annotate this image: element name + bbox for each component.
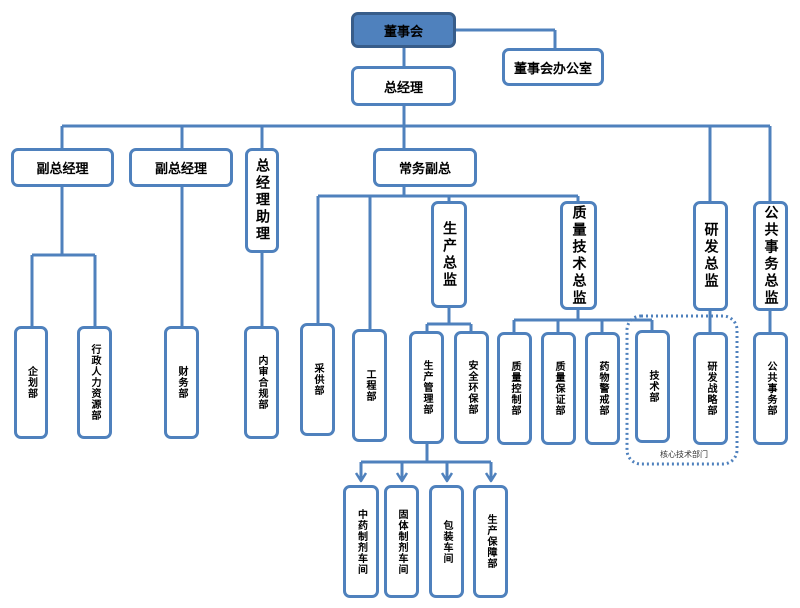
engineering-dept-label: 工程部	[364, 369, 375, 402]
packaging-workshop-label: 包装车间	[441, 519, 452, 564]
production-support-dept-label: 生产保障部	[485, 514, 496, 569]
public-affairs-dept-label: 公共事务部	[765, 361, 776, 416]
rd-strategy-dept-label: 研发战略部	[705, 361, 716, 416]
rd-director-node: 研发总监	[693, 201, 728, 311]
production-support-dept-node: 生产保障部	[473, 485, 508, 598]
executive-vp-label: 常务副总	[398, 162, 451, 177]
core-tech-group-caption: 核心技术部门	[660, 450, 708, 459]
rd-director-label: 研发总监	[702, 222, 719, 290]
quality-control-dept-label: 质量控制部	[509, 361, 520, 416]
planning-dept-node: 企划部	[14, 326, 48, 439]
planning-dept-label: 企划部	[25, 366, 37, 399]
vice-gm-1-label: 副总经理	[36, 162, 89, 177]
hr-admin-dept-label: 行政人力资源部	[89, 344, 100, 421]
vice-gm-1-node: 副总经理	[11, 148, 114, 187]
general-manager-node: 总经理	[351, 66, 456, 106]
production-mgmt-dept-node: 生产管理部	[409, 331, 444, 444]
hr-admin-dept-node: 行政人力资源部	[77, 326, 112, 439]
quality-assurance-dept-node: 质量保证部	[541, 332, 576, 445]
board-office-node: 董事会办公室	[502, 48, 604, 86]
tcm-workshop-node: 中药制剂车间	[343, 485, 379, 598]
gm-assistant-label: 总经理助理	[254, 158, 270, 243]
production-director-node: 生产总监	[431, 201, 467, 308]
safety-env-dept-label: 安全环保部	[466, 360, 477, 415]
finance-dept-label: 财务部	[176, 366, 187, 399]
quality-control-dept-node: 质量控制部	[497, 332, 532, 445]
executive-vp-node: 常务副总	[373, 148, 477, 187]
quality-tech-director-label: 质量技术总监	[570, 204, 587, 307]
production-mgmt-dept-label: 生产管理部	[421, 360, 432, 415]
quality-assurance-dept-label: 质量保证部	[553, 361, 564, 416]
public-affairs-dept-node: 公共事务部	[753, 332, 788, 445]
core-tech-group-outline	[625, 314, 739, 466]
audit-compliance-dept-label: 内审合规部	[256, 355, 267, 410]
technology-dept-node: 技术部	[635, 330, 670, 443]
engineering-dept-node: 工程部	[352, 329, 387, 442]
packaging-workshop-node: 包装车间	[429, 485, 464, 598]
production-director-label: 生产总监	[441, 220, 457, 289]
solid-workshop-node: 固体制剂车间	[384, 485, 419, 598]
tcm-workshop-label: 中药制剂车间	[355, 508, 367, 575]
procurement-dept-label: 采供部	[312, 363, 323, 396]
gm-assistant-node: 总经理助理	[245, 148, 279, 253]
board-label: 董事会	[383, 24, 423, 40]
solid-workshop-label: 固体制剂车间	[396, 508, 407, 575]
pharmacovigilance-dept-node: 药物警戒部	[585, 332, 620, 445]
public-affairs-director-label: 公共事务总监	[762, 205, 779, 307]
rd-strategy-dept-node: 研发战略部	[693, 332, 728, 445]
pharmacovigilance-dept-label: 药物警戒部	[597, 361, 608, 416]
vice-gm-2-label: 副总经理	[154, 162, 207, 177]
public-affairs-director-node: 公共事务总监	[753, 201, 788, 311]
board-node: 董事会	[351, 12, 456, 48]
audit-compliance-dept-node: 内审合规部	[244, 326, 279, 439]
procurement-dept-node: 采供部	[300, 323, 335, 436]
safety-env-dept-node: 安全环保部	[454, 331, 489, 444]
finance-dept-node: 财务部	[164, 326, 199, 439]
quality-tech-director-node: 质量技术总监	[560, 201, 597, 310]
vice-gm-2-node: 副总经理	[129, 148, 233, 187]
general-manager-label: 总经理	[383, 80, 423, 96]
technology-dept-label: 技术部	[647, 370, 658, 403]
board-office-label: 董事会办公室	[513, 61, 592, 77]
